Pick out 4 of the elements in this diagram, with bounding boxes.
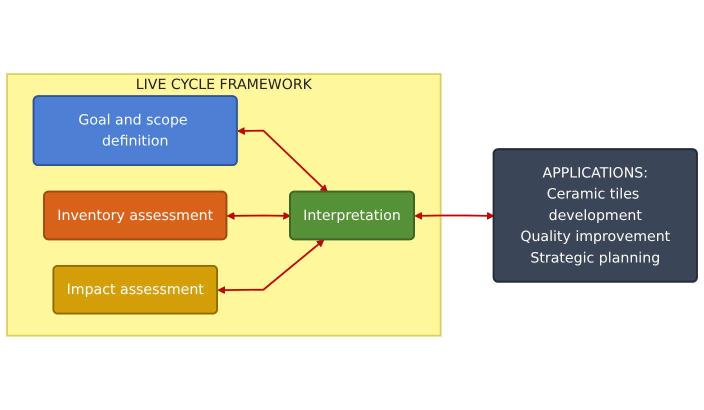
arrow xyxy=(414,212,494,220)
arrow xyxy=(237,127,328,193)
arrow xyxy=(218,240,324,294)
arrow xyxy=(226,212,291,220)
